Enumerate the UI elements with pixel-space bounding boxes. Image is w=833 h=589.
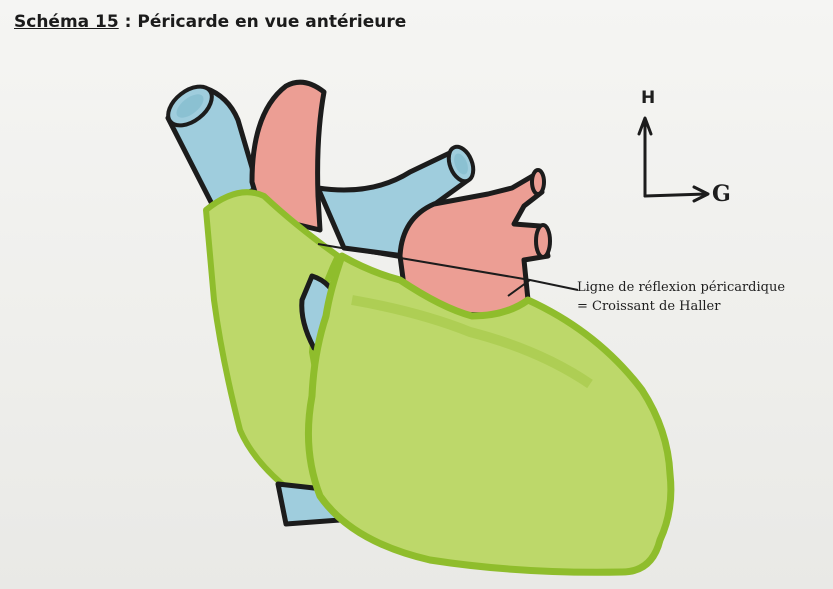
orientation-left-label: G xyxy=(712,181,731,207)
annotation-line-2: = Croissant de Haller xyxy=(577,299,720,314)
superior-vena-cava xyxy=(161,79,258,208)
annotation-line-1: Ligne de réflexion péricardique xyxy=(577,280,785,295)
orientation-axes xyxy=(639,118,708,201)
orientation-up-label: H xyxy=(641,88,655,108)
